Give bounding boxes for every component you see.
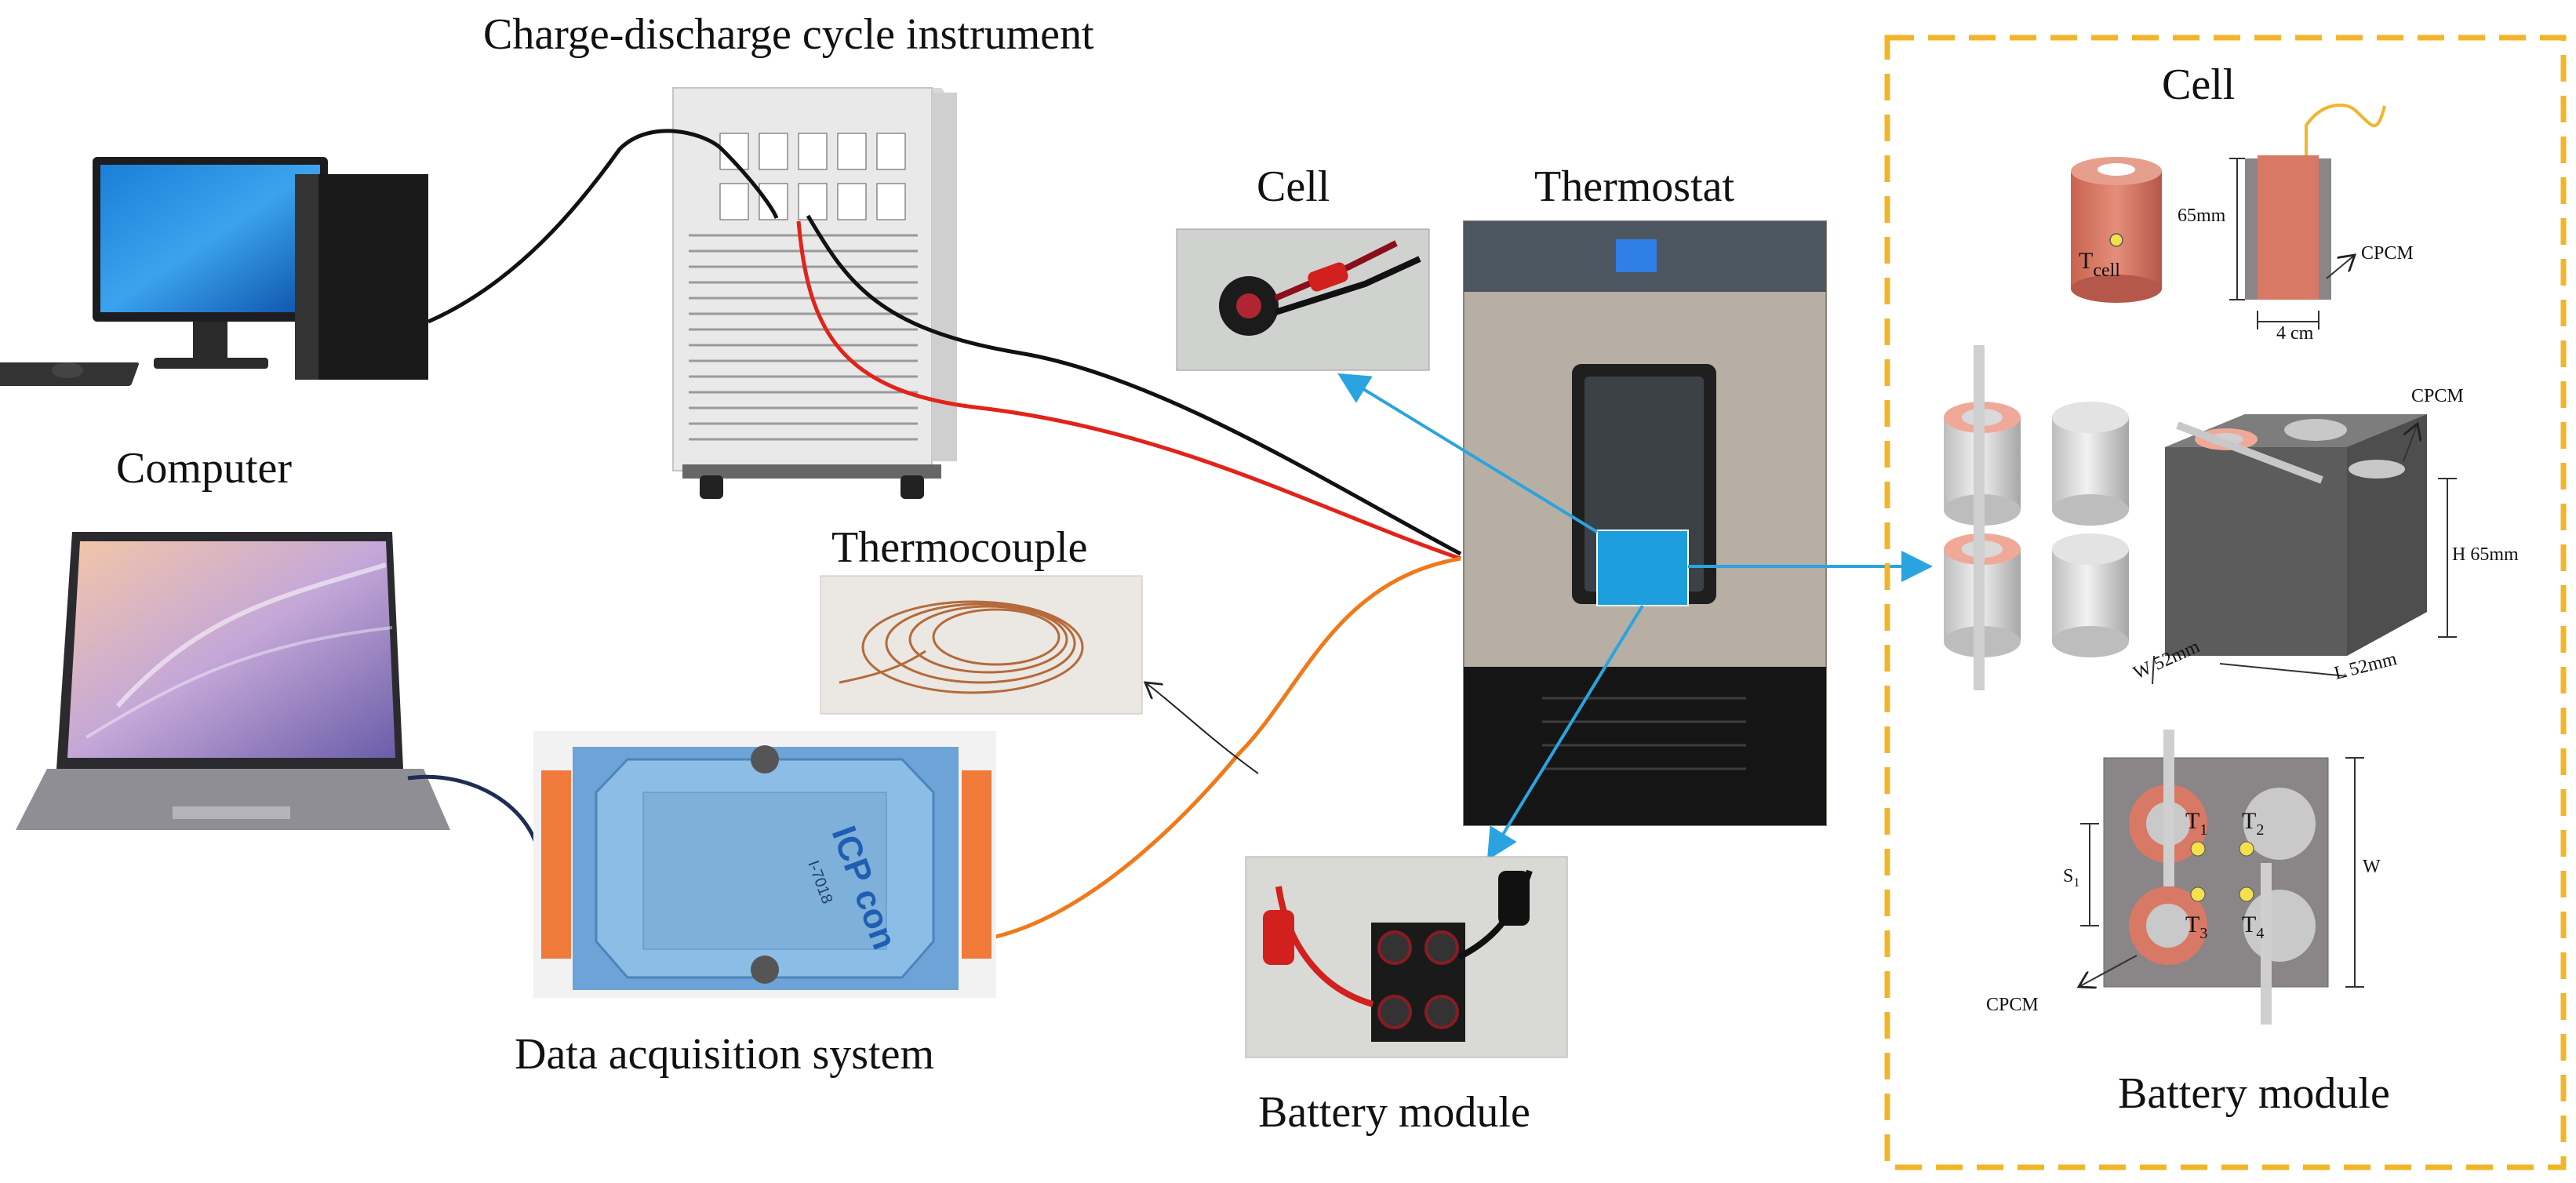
label-daq: Data acquisition system [515, 1030, 934, 1079]
cell-cross-section [2229, 104, 2386, 329]
cycler-base [682, 464, 941, 479]
inset-bottom-title: Battery module [2118, 1069, 2390, 1118]
label-cell-photo: Cell [1257, 162, 1330, 211]
label-thermostat: Thermostat [1534, 162, 1734, 211]
inset-dashed-frame [1884, 35, 2567, 1170]
laptop-trackpad [173, 806, 290, 819]
dim-h-65mm: H 65mm [2452, 544, 2519, 565]
label-cycler: Charge-discharge cycle instrument [483, 10, 1094, 59]
dim-height-65mm: 65mm [2178, 206, 2226, 226]
module-3d-box [2152, 414, 2457, 685]
thermostat-illustration [1463, 220, 1827, 826]
label-computer: Computer [116, 444, 292, 493]
arrow-to-module-photo [1486, 604, 1644, 861]
sensor-t3 [2190, 886, 2206, 902]
label-w-side: W [2363, 857, 2381, 877]
battery-module-photo [1245, 856, 1568, 1058]
daq-terminal-left [541, 770, 571, 959]
laptop-base [16, 769, 450, 830]
cycler-wheel [901, 475, 924, 499]
mouse [52, 362, 83, 378]
label-top-cpcm: CPCM [2411, 386, 2464, 406]
laptop-illustration [16, 532, 450, 830]
cell-temp-sensor-dot [2109, 233, 2123, 247]
dim-width-4cm: 4 cm [2276, 323, 2314, 344]
keyboard [0, 362, 139, 386]
cell-temp-label: Tcell [2079, 248, 2120, 281]
pointer-thermocouple [1145, 682, 1259, 774]
arrow-to-cell-photo [1337, 373, 1599, 533]
inset-title: Cell [2162, 60, 2235, 109]
label-t4: T4 [2242, 912, 2264, 942]
cable-thermostat-daq-orange [980, 556, 1461, 942]
cycler-channels [719, 133, 906, 220]
module-top-view [2079, 730, 2364, 1025]
thermostat-sample-box [1596, 530, 1689, 606]
monitor-screen [100, 165, 320, 312]
daq-module-photo: ICP con I-7018 [533, 731, 996, 998]
cable-computer-cycler [427, 129, 779, 324]
monitor-stand [193, 322, 227, 361]
cables [407, 129, 1462, 942]
label-module-cpcm: CPCM [1986, 995, 2039, 1015]
sensor-t1 [2190, 841, 2206, 857]
laptop-screen [67, 541, 395, 758]
thermocouple-photo [820, 575, 1143, 715]
cable-cycler-thermostat-red [796, 220, 1461, 561]
sensor-t2 [2239, 841, 2254, 857]
label-battery-module-photo: Battery module [1258, 1088, 1530, 1137]
cable-cycler-thermostat-black [806, 214, 1462, 556]
label-thermocouple: Thermocouple [831, 523, 1088, 572]
label-t3: T3 [2185, 912, 2207, 942]
module-cylinders [1944, 345, 2129, 690]
sensor-t4 [2239, 886, 2254, 902]
thermostat-display [1616, 239, 1657, 272]
single-cell-3d [2071, 157, 2162, 303]
computer-illustration [0, 157, 428, 386]
cycler-illustration [672, 87, 957, 499]
monitor-base [154, 358, 268, 369]
daq-terminal-right [962, 770, 991, 959]
label-s1: S1 [2063, 866, 2079, 890]
label-t1: T1 [2185, 808, 2207, 839]
cell-photo [1176, 228, 1430, 371]
label-cpcm-cell: CPCM [2361, 243, 2414, 264]
pc-tower-front [295, 174, 318, 380]
label-t2: T2 [2242, 808, 2264, 839]
cycler-wheel [700, 475, 723, 499]
